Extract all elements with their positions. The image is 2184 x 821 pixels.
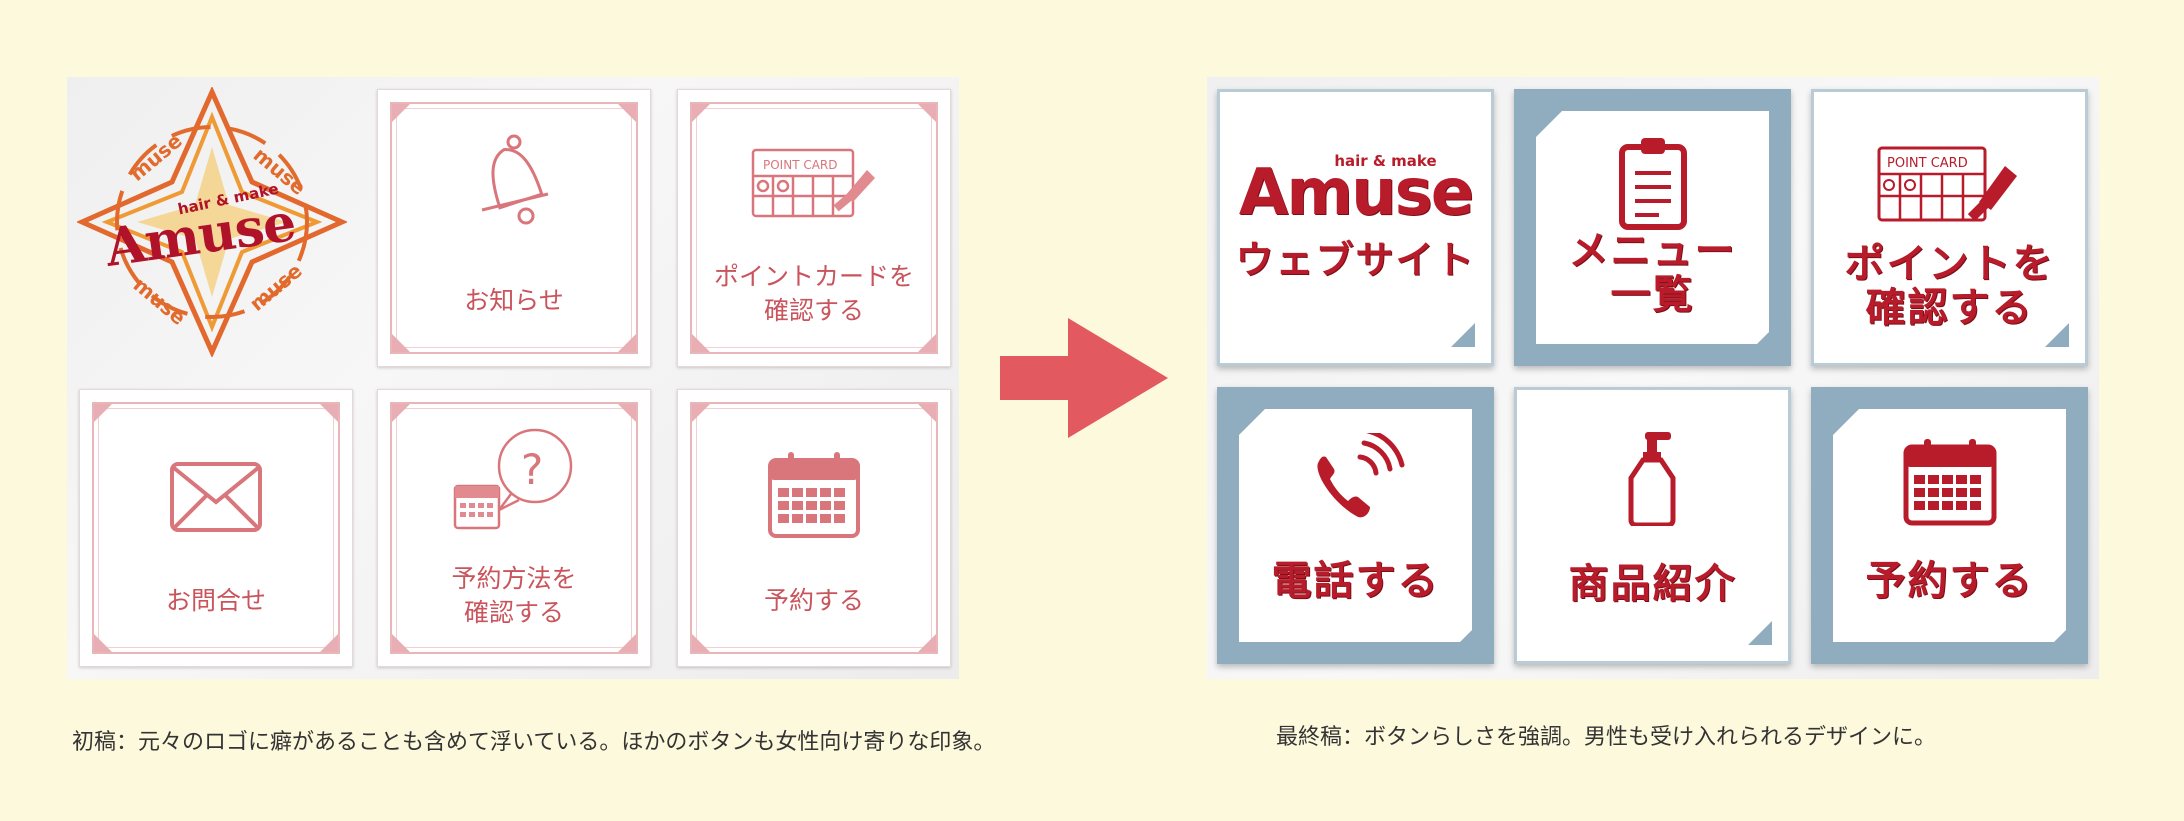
tile-label-line-1: ポイントカードを	[713, 262, 914, 291]
final-tile-reserve[interactable]: 予約する	[1811, 387, 2088, 664]
final-tile-website[interactable]: hair & make Amuse ウェブサイト	[1217, 89, 1494, 366]
tile-label-line-2: 確認する	[463, 598, 564, 627]
final-caption: 最終稿：ボタンらしさを強調。男性も受け入れられるデザインに。	[1276, 725, 1937, 750]
envelope-icon	[168, 460, 264, 538]
final-tile-point-card[interactable]: POINT CARD ポイントを 確認する	[1811, 89, 2088, 366]
card-text: POINT CARD	[763, 158, 838, 172]
tile-label: 電話する	[1271, 558, 1440, 604]
final-tile-menu[interactable]: メニュー 一覧	[1514, 89, 1791, 366]
calendar-question-icon: ?	[449, 426, 579, 540]
clipboard-icon	[1617, 135, 1689, 235]
draft-tile-point-card[interactable]: POINT CARD ポイントカードを 確認する	[677, 89, 951, 367]
draft-panel: muse muse muse muse hair & make Amuse お知…	[67, 77, 959, 679]
draft-tile-reserve[interactable]: 予約する	[677, 389, 951, 667]
phone-icon	[1306, 428, 1406, 527]
draft-logo[interactable]: muse muse muse muse hair & make Amuse	[75, 85, 349, 359]
logo-ring-text-4: muse	[245, 259, 307, 316]
point-card-icon: POINT CARD	[749, 140, 879, 234]
draft-tile-contact[interactable]: お問合せ	[79, 389, 353, 667]
final-panel: hair & make Amuse ウェブサイト メニュー 一覧 POINT C	[1207, 77, 2099, 679]
logo-ring-text-1: muse	[125, 129, 187, 186]
draft-tile-news[interactable]: お知らせ	[377, 89, 651, 367]
tile-label-line-2: 確認する	[1865, 285, 2034, 331]
final-tile-call[interactable]: 電話する	[1217, 387, 1494, 664]
tile-label-line-1: メニュー	[1568, 228, 1737, 274]
card-text: POINT CARD	[1887, 156, 1968, 171]
pump-bottle-icon	[1623, 430, 1683, 530]
tile-label: 予約する	[763, 586, 864, 615]
tile-label: 予約する	[1865, 558, 2034, 604]
tile-label: ウェブサイト	[1235, 238, 1476, 282]
calendar-icon	[766, 450, 862, 544]
logo-brand: Amuse	[1238, 156, 1474, 230]
logo-tagline: hair & make	[1334, 152, 1437, 170]
point-card-icon: POINT CARD	[1875, 142, 2025, 232]
draft-caption: 初稿：元々のロゴに癖があることも含めて浮いている。ほかのボタンも女性向け寄りな印…	[72, 730, 996, 755]
bell-icon	[464, 130, 564, 234]
tile-label: お問合せ	[165, 586, 266, 615]
calendar-icon	[1902, 437, 1998, 531]
svg-text:?: ?	[521, 445, 543, 494]
arrow-right-icon	[1000, 318, 1168, 438]
amuse-logo-icon: muse muse muse muse	[75, 85, 349, 359]
final-tile-products[interactable]: 商品紹介	[1514, 387, 1791, 664]
draft-tile-reservation-method[interactable]: ? 予約方法を 確認する	[377, 389, 651, 667]
tile-label-line-2: 確認する	[763, 296, 864, 325]
tile-label: 商品紹介	[1568, 561, 1737, 607]
tile-label-line-1: ポイントを	[1844, 241, 2055, 287]
tile-label: お知らせ	[464, 286, 564, 315]
tile-label-line-2: 一覧	[1610, 272, 1695, 318]
tile-label-line-1: 予約方法を	[451, 564, 577, 593]
